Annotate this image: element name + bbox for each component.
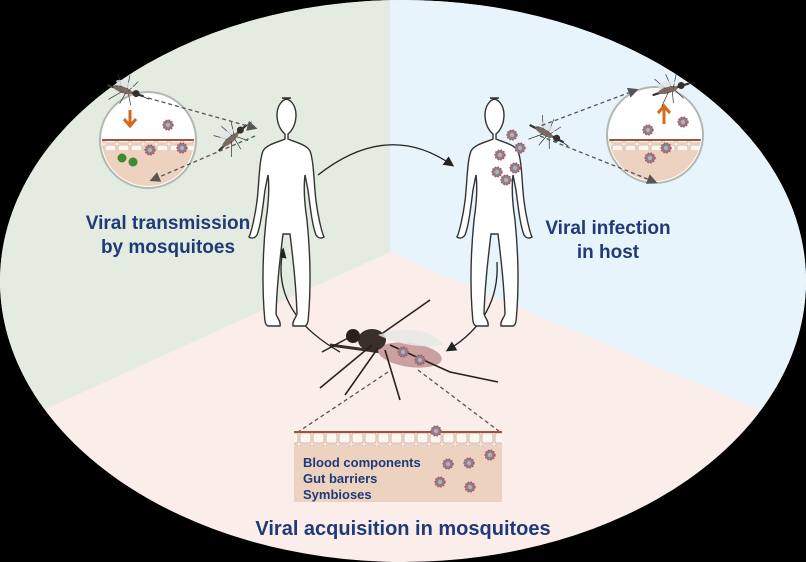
infection-label-line2: in host: [576, 241, 640, 263]
arrow-to-infected-host: [317, 144, 455, 176]
transmission-label-line2: by mosquitoes: [100, 236, 236, 258]
skin-zoom-icon-right: [606, 86, 704, 184]
infection-label-line1: Viral infection: [545, 218, 671, 239]
arrow-up-icon: [656, 103, 672, 124]
zoom-line: [417, 369, 501, 433]
zoom-line: [534, 87, 639, 129]
mosquito-icon-large: [319, 299, 499, 401]
gut-tissue-icon: [294, 425, 502, 502]
gut-factor-blood: Blood components: [303, 455, 421, 470]
skin-zoom-icon-left: [99, 91, 197, 189]
transmission-label: Viral transmission by mosquitoes: [48, 212, 288, 260]
arrow-down-icon: [122, 110, 138, 129]
zoom-line: [147, 97, 258, 131]
arrow-to-mosquito: [445, 261, 498, 352]
arrow-to-human: [276, 247, 341, 353]
zoom-line: [149, 135, 256, 182]
transmission-label-line1: Viral transmission: [85, 213, 251, 234]
gut-factor-barriers: Gut barriers: [303, 471, 378, 486]
infection-label: Viral infection in host: [518, 217, 698, 265]
acquisition-label: Viral acquisition in mosquitoes: [255, 518, 551, 540]
gut-factor-symbioses: Symbioses: [303, 487, 372, 502]
